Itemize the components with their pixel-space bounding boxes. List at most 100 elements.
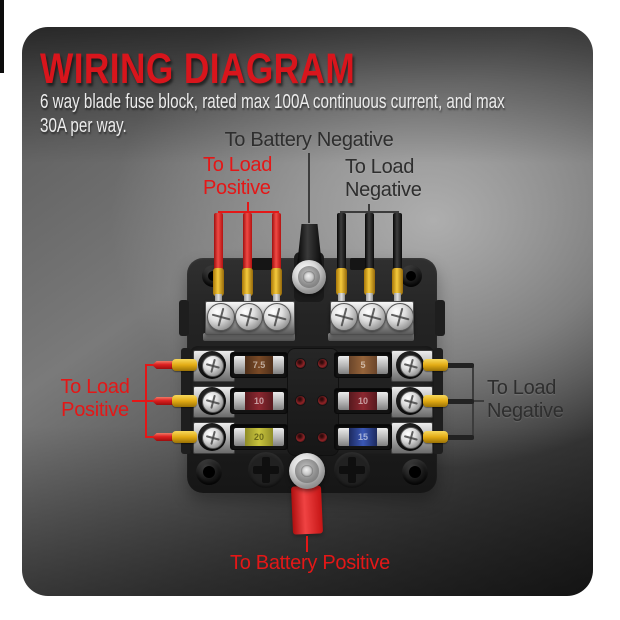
fuse-blade-contact bbox=[338, 356, 349, 374]
mount-hole-top-right bbox=[400, 265, 422, 287]
bracket-left-stub bbox=[147, 436, 155, 438]
bracket-left-stub bbox=[147, 400, 155, 402]
block-side-tab-left bbox=[179, 300, 189, 336]
led-indicator-panel bbox=[287, 348, 339, 456]
load-negative-wire bbox=[365, 213, 374, 270]
wire-ferrule bbox=[423, 431, 448, 443]
load-positive-wire bbox=[243, 213, 252, 270]
terminal-screw-ring bbox=[396, 387, 424, 415]
label-load-negative-side: To Load Negative bbox=[487, 377, 564, 422]
battery-negative-wire-boot bbox=[297, 224, 322, 266]
fuse-slot: 15 bbox=[334, 424, 392, 450]
label-load-negative-top: To Load Negative bbox=[345, 156, 422, 201]
fuse-blade-contact bbox=[234, 356, 245, 374]
wire-spade-tab bbox=[338, 293, 345, 303]
wire-spade-tab bbox=[394, 293, 401, 303]
terminal-screw bbox=[400, 355, 422, 377]
ring-terminal-nut bbox=[295, 459, 319, 483]
bracket-left-vertical bbox=[145, 364, 147, 438]
terminal-screw bbox=[400, 391, 422, 413]
label-battery-negative: To Battery Negative bbox=[224, 129, 394, 151]
load-negative-wire bbox=[393, 213, 402, 270]
fuse-rating: 10 bbox=[245, 392, 273, 410]
bracket-load-positive-bar bbox=[218, 211, 279, 213]
fuse-blade-contact bbox=[273, 392, 284, 410]
load-positive-wire bbox=[272, 213, 281, 270]
fuse-slot: 5 bbox=[334, 352, 392, 378]
wire-spade-tab bbox=[215, 294, 222, 304]
ring-terminal-positive bbox=[289, 453, 325, 489]
bracket-load-positive-stem bbox=[247, 202, 249, 213]
fuse-blade-contact bbox=[273, 356, 284, 374]
wire-ferrule bbox=[392, 268, 403, 295]
fuse-blade-contact bbox=[273, 428, 284, 446]
wire-ferrule bbox=[172, 395, 197, 407]
terminal-screw bbox=[202, 391, 224, 413]
bus-bar-screw bbox=[358, 303, 386, 331]
fuse-slot: 10 bbox=[334, 388, 392, 414]
bus-bar-base-left bbox=[203, 333, 295, 341]
bracket-left-connector bbox=[132, 400, 145, 402]
subtitle-line-2: 30A per way. bbox=[40, 115, 127, 137]
fuse-slot: 7.5 bbox=[230, 352, 288, 378]
fuse-blue: 15 bbox=[338, 428, 388, 446]
load-positive-wire bbox=[214, 213, 223, 270]
battery-positive-wire bbox=[290, 485, 324, 535]
pointer-line-battery-positive bbox=[306, 536, 308, 552]
fuse-blade-contact bbox=[338, 392, 349, 410]
bus-bar-screw bbox=[386, 303, 414, 331]
fuse-rating: 10 bbox=[349, 392, 377, 410]
led-indicator bbox=[318, 396, 327, 405]
terminal-screw bbox=[202, 427, 224, 449]
ring-terminal-negative bbox=[292, 260, 326, 294]
terminal-screw bbox=[400, 427, 422, 449]
bus-bar-screw bbox=[263, 303, 291, 331]
bracket-load-negative-bar bbox=[340, 211, 399, 213]
load-positive-side-wire bbox=[152, 433, 175, 441]
wire-ferrule bbox=[172, 359, 197, 371]
wire-ferrule bbox=[172, 431, 197, 443]
load-positive-side-wire bbox=[152, 361, 175, 369]
bus-bar-screw bbox=[207, 303, 235, 331]
fuse-yellow: 20 bbox=[234, 428, 284, 446]
block-top-notch bbox=[252, 258, 274, 270]
label-load-positive-top: To Load Positive bbox=[203, 154, 273, 199]
bus-bar-screw bbox=[235, 303, 263, 331]
mount-hole-bottom-right bbox=[402, 459, 428, 485]
subtitle: 6 way blade fuse block, rated max 100A c… bbox=[40, 90, 620, 138]
bus-bar-screw bbox=[330, 303, 358, 331]
bracket-left-stub bbox=[147, 364, 155, 366]
wire-ferrule bbox=[271, 268, 282, 296]
wire-ferrule bbox=[242, 268, 253, 296]
ring-terminal-nut bbox=[298, 266, 320, 288]
wire-ferrule bbox=[213, 268, 224, 296]
wire-spade-tab bbox=[273, 294, 280, 304]
terminal-screw-ring bbox=[198, 387, 226, 415]
label-battery-positive: To Battery Positive bbox=[230, 552, 390, 574]
subtitle-line-1: 6 way blade fuse block, rated max 100A c… bbox=[40, 91, 505, 113]
led-indicator bbox=[296, 359, 305, 368]
ring-terminal-stud bbox=[300, 464, 314, 478]
bracket-load-negative-stem bbox=[368, 204, 370, 213]
load-positive-side-wire bbox=[152, 397, 175, 405]
bracket-right-connector bbox=[474, 400, 484, 402]
fuse-blade-contact bbox=[377, 428, 388, 446]
screw-boss bbox=[248, 452, 284, 488]
fuse-blade-contact bbox=[234, 428, 245, 446]
wire-spade-tab bbox=[366, 293, 373, 303]
fuse-slot: 20 bbox=[230, 424, 288, 450]
wire-ferrule bbox=[423, 359, 448, 371]
block-side-tab-right bbox=[435, 300, 445, 336]
mount-hole-bottom-left bbox=[196, 459, 222, 485]
load-negative-side-wire bbox=[446, 435, 474, 440]
led-indicator bbox=[296, 433, 305, 442]
fuse-red: 10 bbox=[338, 392, 388, 410]
load-negative-side-wire bbox=[446, 399, 474, 404]
fuse-blade-contact bbox=[377, 356, 388, 374]
bus-bar-base-right bbox=[328, 333, 414, 341]
label-load-positive-side: To Load Positive bbox=[60, 376, 130, 421]
terminal-screw-ring bbox=[198, 423, 226, 451]
load-negative-wire bbox=[337, 213, 346, 270]
fuse-brown: 7.5 bbox=[234, 356, 284, 374]
